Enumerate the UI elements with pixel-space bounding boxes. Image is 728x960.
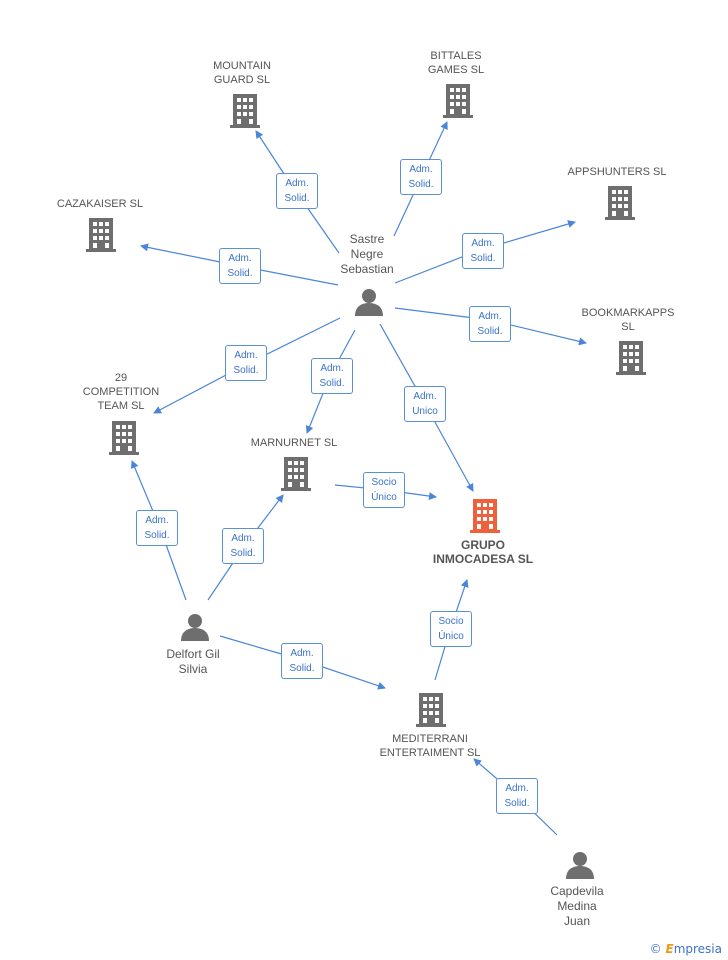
edge-label-sastre-competition[interactable]: Adm. Solid. bbox=[225, 345, 267, 381]
node-label-mountain[interactable]: MOUNTAIN GUARD SL bbox=[213, 60, 271, 86]
building-icon-bookmarkapps[interactable] bbox=[616, 341, 646, 375]
edge-label-capdevila-mediterrani[interactable]: Adm. Solid. bbox=[496, 778, 538, 814]
building-icon-marnurnet[interactable] bbox=[281, 457, 311, 491]
edge-label-delfort-mediterrani[interactable]: Adm. Solid. bbox=[281, 643, 323, 679]
node-label-appshunters[interactable]: APPSHUNTERS SL bbox=[567, 166, 667, 178]
edge-label-sastre-marnurnet[interactable]: Adm. Solid. bbox=[311, 358, 353, 394]
copyright-icon: © bbox=[649, 942, 662, 956]
node-label-bookmarkapps[interactable]: BOOKMARKAPPS SL bbox=[581, 307, 675, 333]
node-label-competition[interactable]: 29 COMPETITION TEAM SL bbox=[82, 372, 160, 412]
edge-label-sastre-appshunters[interactable]: Adm. Solid. bbox=[462, 233, 504, 269]
edge-label-sastre-bookmarkapps[interactable]: Adm. Solid. bbox=[469, 306, 511, 342]
edge-label-delfort-marnurnet[interactable]: Adm. Solid. bbox=[222, 528, 264, 564]
edge-label-sastre-bittales[interactable]: Adm. Solid. bbox=[400, 159, 442, 195]
edge-label-delfort-competition[interactable]: Adm. Solid. bbox=[136, 510, 178, 546]
edge-label-sastre-grupo[interactable]: Adm. Unico bbox=[404, 386, 446, 422]
node-label-delfort[interactable]: Delfort Gil Silvia bbox=[166, 647, 220, 676]
edge-label-mediterrani-grupo[interactable]: Socio Único bbox=[430, 611, 472, 647]
node-label-mediterrani[interactable]: MEDITERRANI ENTERTAIMENT SL bbox=[379, 733, 481, 759]
edge-label-marnurnet-grupo[interactable]: Socio Único bbox=[363, 472, 405, 508]
building-icon-mountain[interactable] bbox=[230, 94, 260, 128]
building-icon-bittales[interactable] bbox=[443, 84, 473, 118]
building-icon-grupo[interactable] bbox=[470, 499, 500, 533]
node-label-bittales[interactable]: BITTALES GAMES SL bbox=[427, 50, 485, 76]
node-label-marnurnet[interactable]: MARNURNET SL bbox=[250, 437, 338, 449]
node-label-grupo[interactable]: GRUPO INMOCADESA SL bbox=[432, 538, 534, 566]
edge-label-sastre-cazakaiser[interactable]: Adm. Solid. bbox=[219, 248, 261, 284]
person-icon-delfort[interactable] bbox=[181, 614, 209, 641]
edge-label-sastre-mountain[interactable]: Adm. Solid. bbox=[276, 173, 318, 209]
node-label-sastre[interactable]: Sastre Negre Sebastian bbox=[340, 231, 394, 276]
building-icon-cazakaiser[interactable] bbox=[86, 218, 116, 252]
building-icon-appshunters[interactable] bbox=[605, 186, 635, 220]
person-icon-capdevila[interactable] bbox=[566, 852, 594, 879]
node-label-capdevila[interactable]: Capdevila Medina Juan bbox=[550, 883, 604, 928]
empresia-logo[interactable]: © Empresia bbox=[650, 942, 722, 956]
brand-name: mpresia bbox=[673, 942, 722, 956]
node-label-cazakaiser[interactable]: CAZAKAISER SL bbox=[56, 198, 144, 210]
building-icon-competition[interactable] bbox=[109, 421, 139, 455]
building-icon-mediterrani[interactable] bbox=[416, 693, 446, 727]
person-icon-sastre[interactable] bbox=[355, 289, 383, 316]
brand-initial: E bbox=[665, 942, 674, 956]
